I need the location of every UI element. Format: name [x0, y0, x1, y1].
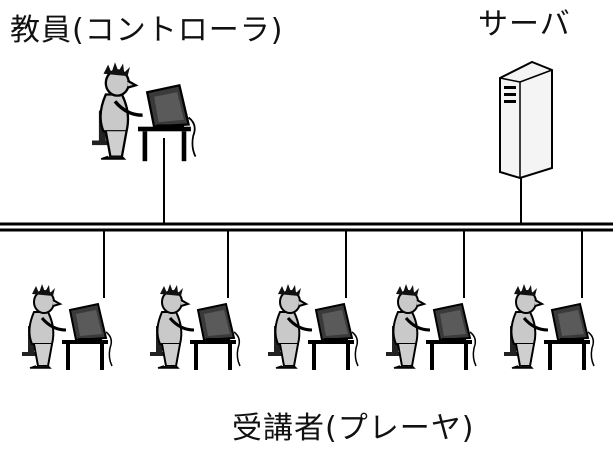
server-tower-icon	[499, 60, 553, 180]
student-computer-icon	[266, 282, 360, 372]
student-computer-icon	[148, 282, 242, 372]
teacher-computer-icon	[90, 60, 198, 163]
student-computer-icon	[20, 282, 114, 372]
server-label: サーバ	[478, 7, 571, 42]
student-computer-icon	[384, 282, 478, 372]
teacher-controller-label: 教員(コントローラ)	[10, 13, 284, 48]
students-player-label: 受講者(プレーヤ)	[232, 411, 475, 446]
student-computer-icon	[502, 282, 596, 372]
